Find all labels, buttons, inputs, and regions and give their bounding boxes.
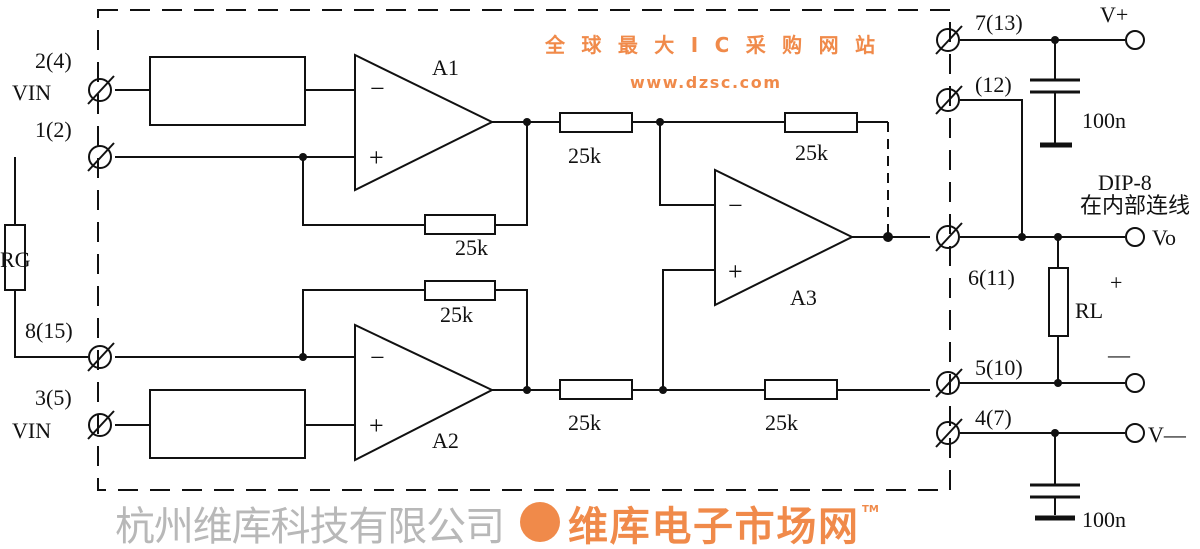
opamp-a2 xyxy=(354,323,495,462)
resistor-feedback-a2 xyxy=(424,280,496,301)
opamp-a1 xyxy=(354,53,495,192)
opamps-minus-label: − xyxy=(370,74,385,103)
watermark-company-label: 杭州维库科技有限公司 xyxy=(115,504,505,549)
resistor-rg xyxy=(4,224,26,291)
resistors-r4-label: 25k xyxy=(765,410,798,435)
resistor-r4 xyxy=(764,379,838,400)
resistor-feedback-a1 xyxy=(424,214,496,235)
resistors-r6-label: 25k xyxy=(440,302,473,327)
terminals-t2-label: 2(4) xyxy=(35,48,72,73)
outputs-vminus-label: V— xyxy=(1148,422,1187,447)
outputs-vplus-label: V+ xyxy=(1100,2,1128,27)
terminals-t12-label: (12) xyxy=(975,72,1012,97)
input-buffer-top xyxy=(149,56,306,126)
opamps-minus-label: − xyxy=(728,191,743,220)
resistor-r1 xyxy=(559,112,633,133)
resistors-rg-label: RG xyxy=(0,247,31,272)
watermark-url-label: www.dzsc.com xyxy=(630,73,780,92)
package-boundary xyxy=(97,9,951,491)
terminals-vin_top-label: VIN xyxy=(12,80,51,105)
capacitors xyxy=(1030,78,1080,521)
input-buffer-bottom xyxy=(149,389,306,459)
wires xyxy=(14,39,1125,515)
junctions xyxy=(299,36,1062,437)
opamps-minus-label: − xyxy=(370,343,385,372)
terminals-t5-label: 5(10) xyxy=(975,355,1023,380)
resistors-r1-label: 25k xyxy=(568,143,601,168)
internal-wiring-note: 在内部连线 xyxy=(1080,193,1190,218)
resistor-rl xyxy=(1048,267,1069,337)
terminals-vin_bottom-label: VIN xyxy=(12,418,51,443)
outputs-plus-label: + xyxy=(1110,270,1122,295)
opamps-plus-label: + xyxy=(728,257,743,286)
terminals-t6-label: 6(11) xyxy=(968,265,1015,290)
terminals-t4-label: 4(7) xyxy=(975,405,1012,430)
terminals-t7-label: 7(13) xyxy=(975,10,1023,35)
label-a1: A1 xyxy=(432,55,459,80)
opamp-a3 xyxy=(714,168,855,307)
watermark: 杭州维库科技有限公司 维库电子市场网 TM 全 球 最 大 I C 采 购 网 … xyxy=(115,33,879,549)
opamps-plus-label: + xyxy=(369,411,384,440)
resistor-r2 xyxy=(784,112,858,133)
terminals-t8-label: 8(15) xyxy=(25,318,73,343)
opamps-plus-label: + xyxy=(369,143,384,172)
watermark-brand-label: 维库电子市场网 xyxy=(568,504,858,549)
outputs-vo-label: Vo xyxy=(1152,225,1176,250)
outputs-minus-label: — xyxy=(1107,342,1131,367)
resistors-r2-label: 25k xyxy=(795,140,828,165)
caps-c_top-label: 100n xyxy=(1082,108,1126,133)
terminals-t1-label: 1(2) xyxy=(35,117,72,142)
label-a2: A2 xyxy=(432,428,459,453)
resistors-r3-label: 25k xyxy=(568,410,601,435)
watermark-logo xyxy=(520,502,560,542)
package-label: DIP-8 xyxy=(1098,170,1152,195)
caps-c_bottom-label: 100n xyxy=(1082,507,1126,532)
terminal-pins xyxy=(87,25,1145,448)
label-a3: A3 xyxy=(790,285,817,310)
watermark-tm-label: TM xyxy=(862,504,879,515)
terminals-t3-label: 3(5) xyxy=(35,385,72,410)
resistors-rl-label: RL xyxy=(1075,298,1103,323)
resistors-r5-label: 25k xyxy=(455,235,488,260)
resistor-r3 xyxy=(559,379,633,400)
watermark-slogan-label: 全 球 最 大 I C 采 购 网 站 xyxy=(544,33,875,57)
